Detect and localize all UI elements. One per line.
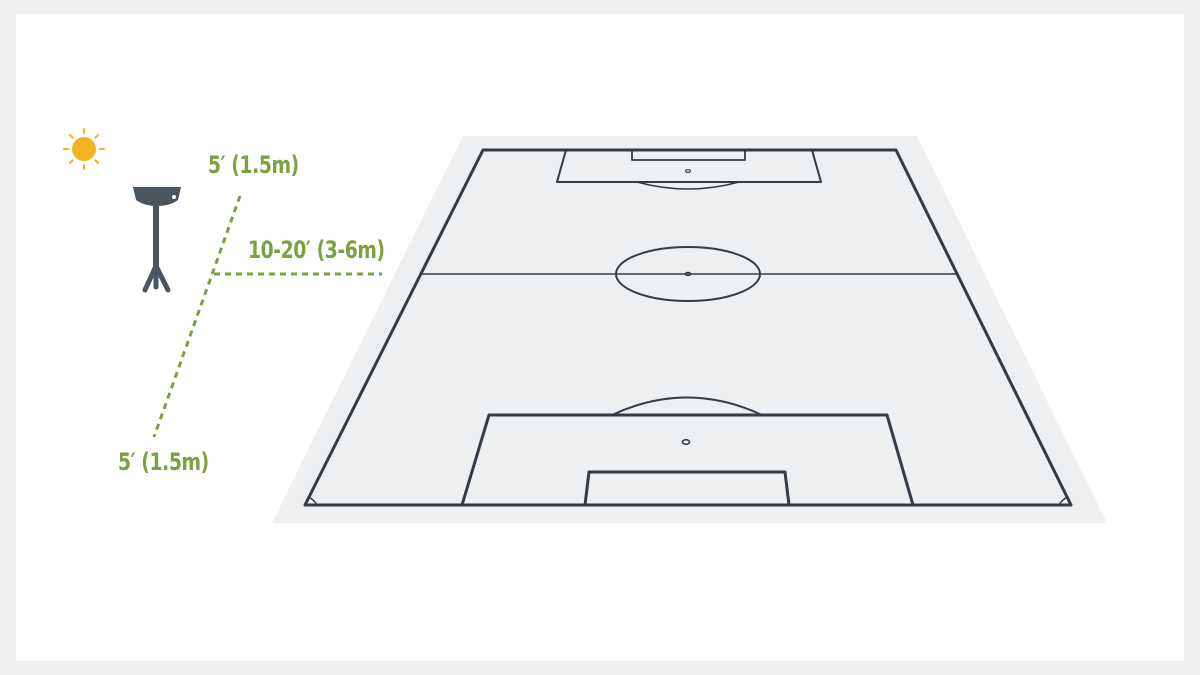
far-penalty-arc bbox=[636, 181, 740, 190]
sun-icon bbox=[63, 128, 105, 170]
camera-on-tripod-icon bbox=[133, 187, 181, 293]
dimension-lines bbox=[152, 195, 382, 438]
field-boundary bbox=[303, 148, 1073, 507]
center-circle bbox=[615, 246, 761, 302]
far-penalty-area bbox=[556, 149, 822, 183]
top-distance-label: 5′ (1.5m) bbox=[208, 151, 299, 179]
corner-arc-bottom-right bbox=[1058, 496, 1068, 506]
center-spot bbox=[684, 271, 692, 277]
corner-arc-bottom-left bbox=[308, 496, 318, 506]
diagonal-distance-line bbox=[152, 195, 242, 438]
far-penalty-spot bbox=[684, 169, 692, 173]
side-distance-label: 10-20′ (3-6m) bbox=[248, 236, 385, 264]
field-background bbox=[272, 136, 1107, 523]
near-goal-area bbox=[583, 470, 791, 507]
near-penalty-area bbox=[460, 413, 915, 507]
soccer-field-markings bbox=[303, 148, 1073, 507]
near-penalty-spot bbox=[681, 438, 691, 446]
far-goal-area bbox=[631, 149, 746, 161]
near-penalty-arc bbox=[611, 396, 763, 416]
bottom-distance-label: 5′ (1.5m) bbox=[118, 448, 209, 476]
